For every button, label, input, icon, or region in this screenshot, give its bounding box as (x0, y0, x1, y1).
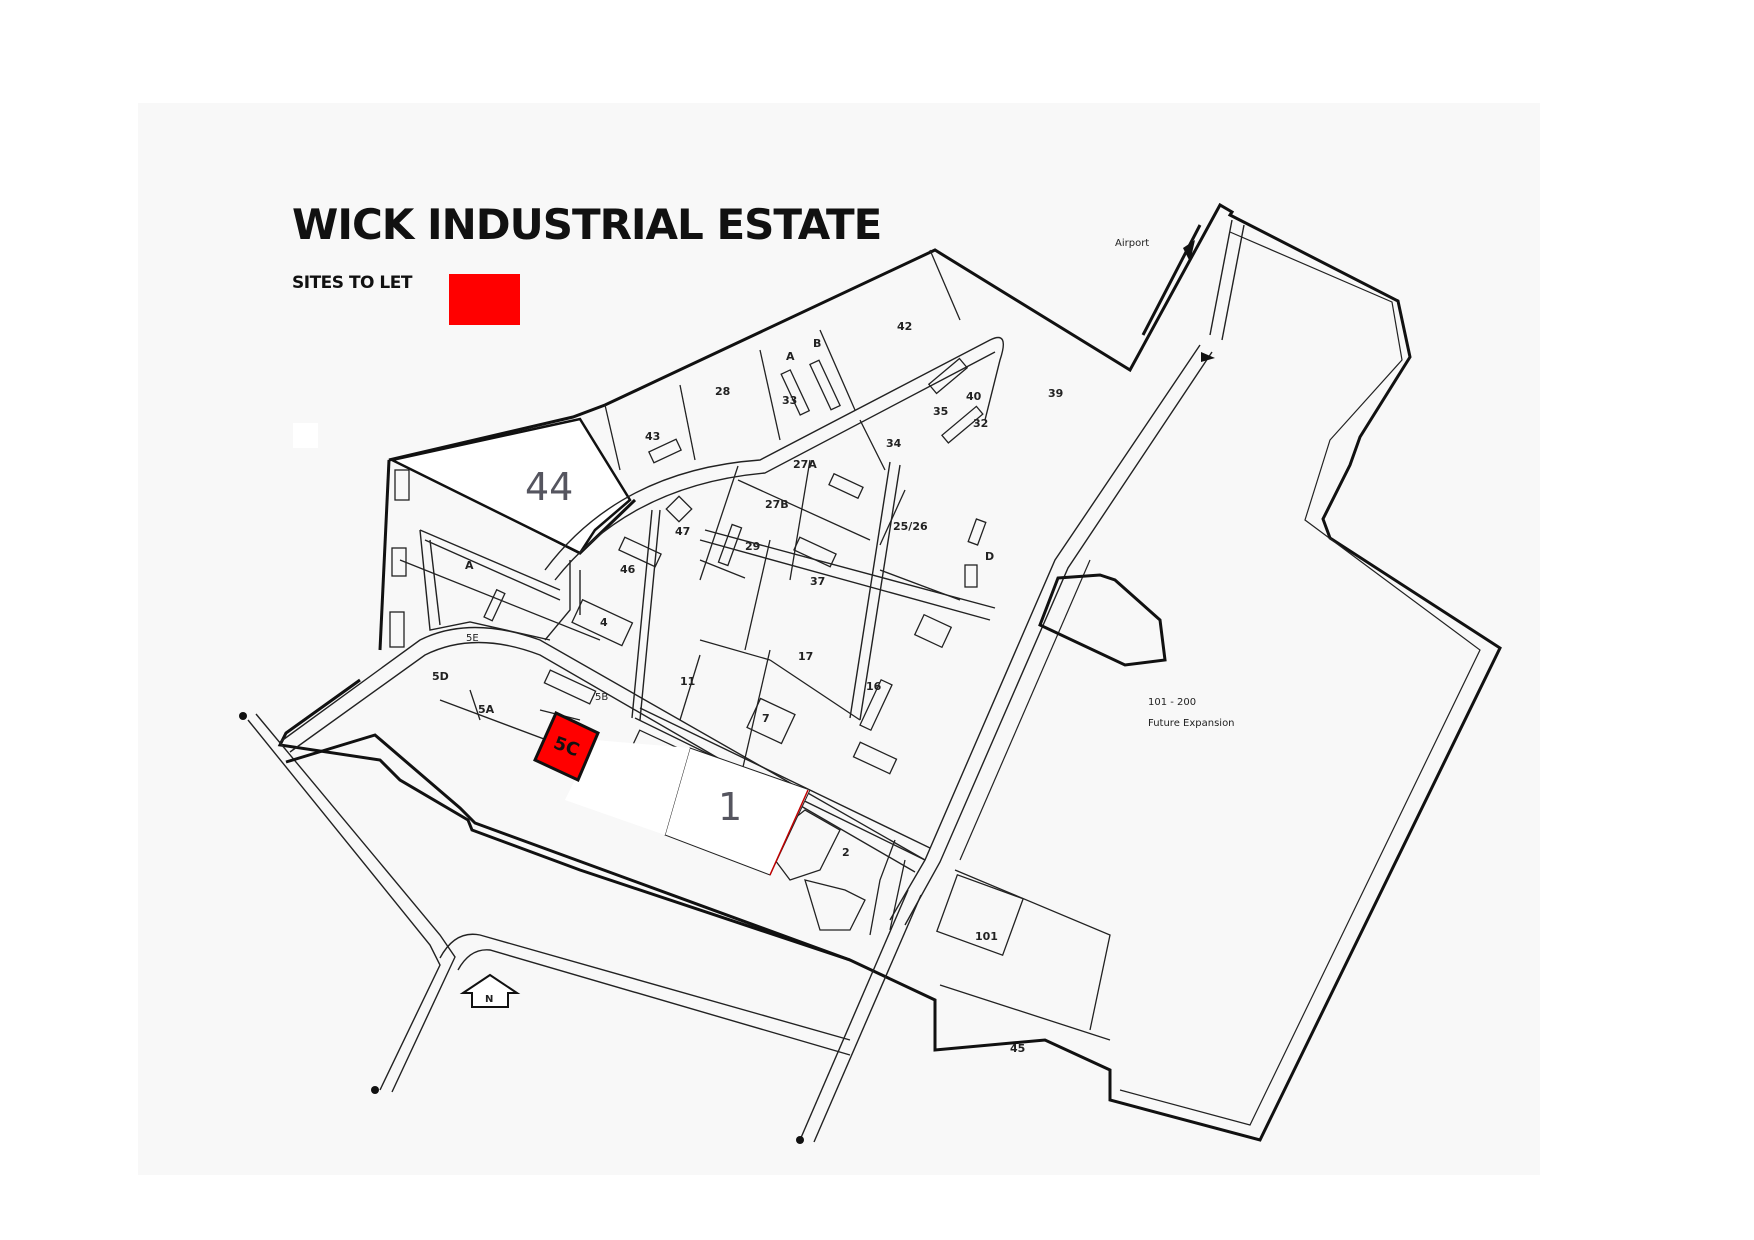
plot-label-5e: 5E (466, 633, 479, 644)
airport-arrow-icon (1183, 240, 1215, 362)
plot-label-42: 42 (897, 320, 912, 333)
plot-labels: 44 43 28 33 A B 42 39 35 40 32 34 27A 27… (432, 238, 1235, 1055)
plot-label-29: 29 (745, 540, 760, 553)
road-end-marker-south (371, 1086, 379, 1094)
plot-label-33a: A (786, 350, 795, 363)
plot-label-44: 44 (525, 465, 573, 509)
plot-label-37: 37 (810, 575, 825, 588)
plot-label-17: 17 (798, 650, 813, 663)
legend-label: SITES TO LET (292, 273, 412, 293)
plot-label-33b: B (813, 337, 821, 350)
legend-swatch-to-let (449, 274, 520, 325)
plot-label-1: 1 (718, 785, 742, 829)
plot-label-2: 2 (842, 846, 850, 859)
plot-label-101: 101 (975, 930, 998, 943)
plot-label-28: 28 (715, 385, 730, 398)
plot-44[interactable] (388, 417, 632, 555)
plot-label-43: 43 (645, 430, 660, 443)
plot-label-39: 39 (1048, 387, 1063, 400)
future-expansion-label: Future Expansion (1148, 718, 1235, 729)
plot-label-16: 16 (866, 680, 882, 693)
plot-label-4: 4 (600, 616, 608, 629)
road-end-marker-west (239, 712, 247, 720)
southwest-outline (285, 573, 1167, 962)
plot-label-5b: 5B (595, 692, 608, 703)
plot-label-34: 34 (886, 437, 902, 450)
plot-5c-to-let[interactable] (533, 710, 600, 783)
plot-label-5d: 5D (432, 670, 449, 683)
plot-label-a: A (465, 559, 474, 572)
plot-label-32: 32 (973, 417, 988, 430)
plot-label-46: 46 (620, 563, 636, 576)
blank-marker (293, 423, 318, 448)
plot-label-33: 33 (782, 394, 797, 407)
plot-label-11: 11 (680, 675, 695, 688)
map-title: WICK INDUSTRIAL ESTATE (292, 200, 882, 249)
north-arrow-icon: N (459, 973, 521, 1008)
plot-label-7: 7 (762, 712, 770, 725)
plot-label-27a: 27A (793, 458, 817, 471)
road-end-marker-southeast (796, 1136, 804, 1144)
future-expansion-range: 101 - 200 (1148, 697, 1196, 708)
plot-label-d: D (985, 550, 994, 563)
map-frame (138, 103, 1540, 1175)
plot-label-47: 47 (675, 525, 690, 538)
plot-label-40: 40 (966, 390, 982, 403)
plot-label-45: 45 (1010, 1042, 1025, 1055)
plot-label-5a: 5A (478, 703, 495, 716)
north-label: N (485, 994, 493, 1005)
estate-boundary (277, 202, 1502, 1142)
plot-label-25-26: 25/26 (893, 520, 928, 533)
plot-label-27b: 27B (765, 498, 789, 511)
airport-label: Airport (1115, 238, 1149, 249)
plot-label-35: 35 (933, 405, 948, 418)
roads (247, 219, 1481, 1143)
plot-divisions (389, 249, 1111, 1041)
